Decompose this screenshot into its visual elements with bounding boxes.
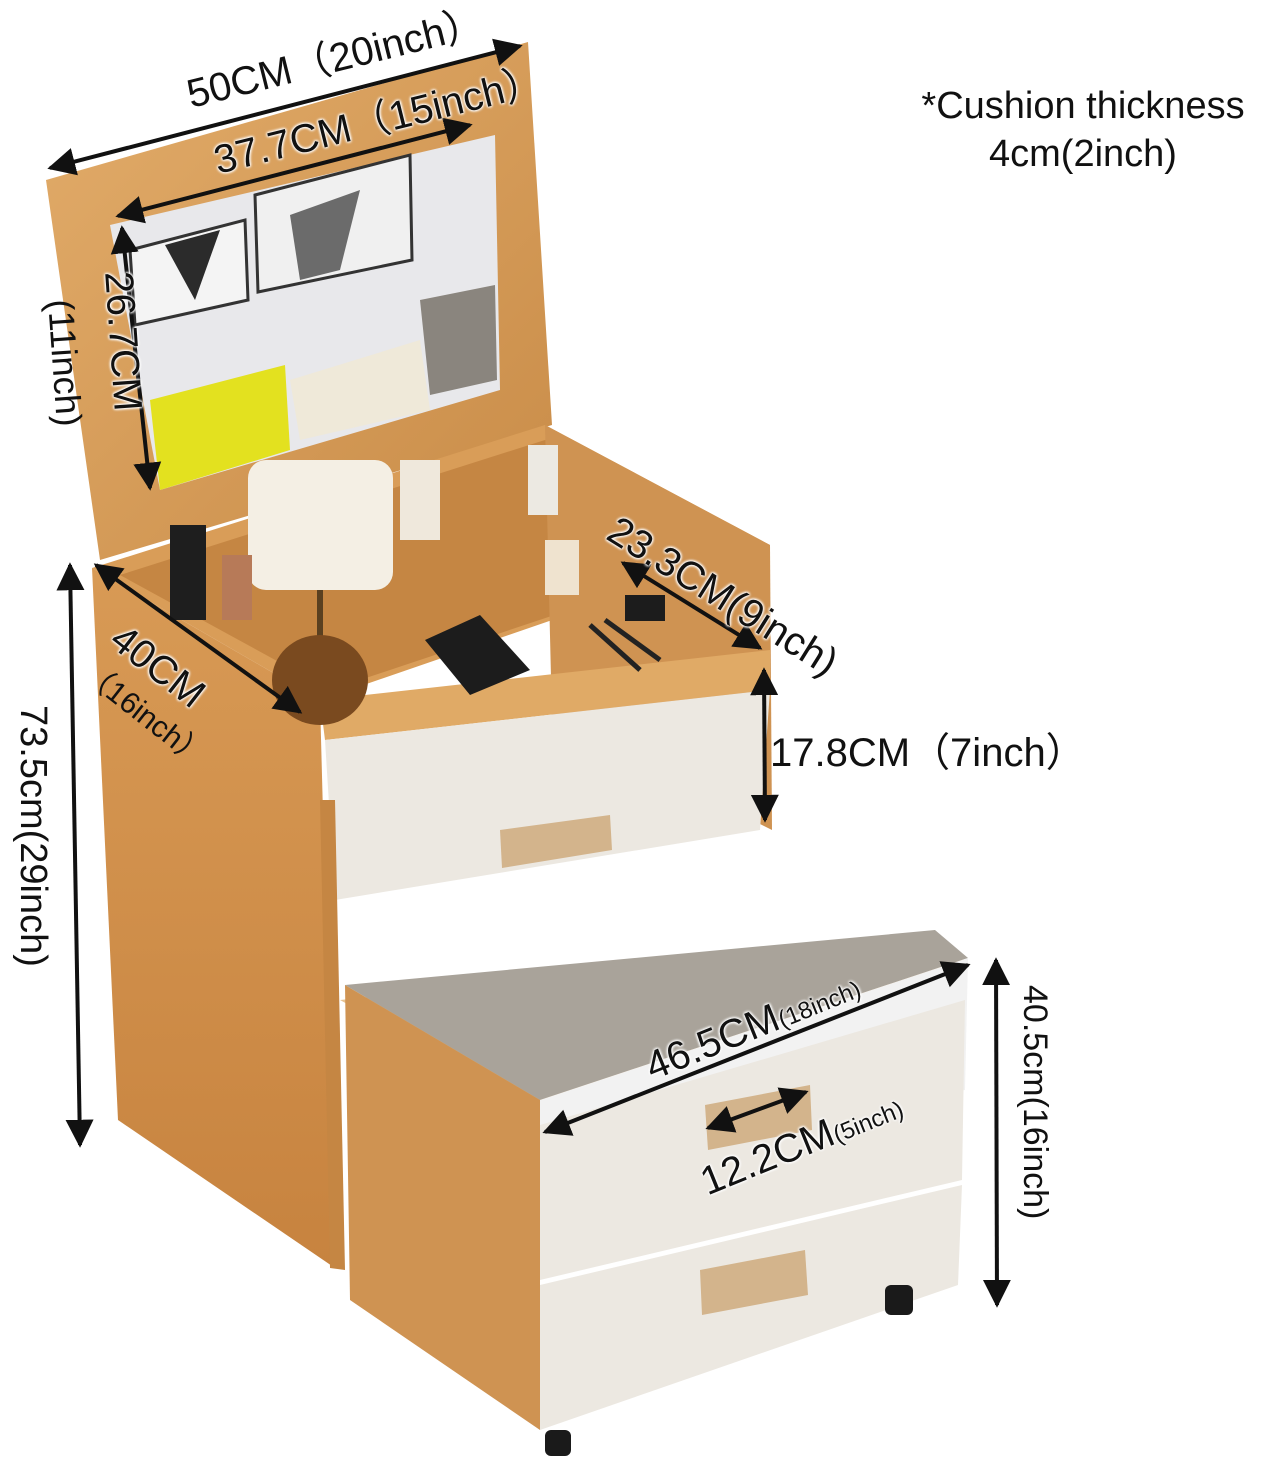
vanity-body — [92, 425, 772, 1270]
cushion-thickness-note: *Cushion thickness 4cm(2inch) — [878, 82, 1285, 178]
dimension-arrows — [47, 38, 1011, 1308]
arrow-mirror-width — [115, 117, 473, 224]
note-line-2: 4cm(2inch) — [989, 133, 1177, 175]
label-stool-height: 40.5cm(16inch) — [1016, 985, 1054, 1220]
label-vanity-height: 73.5cm(29inch) — [12, 705, 54, 967]
label-mirror-height-cm: 26.7CM — [96, 269, 150, 413]
arrow-stool-width — [542, 961, 971, 1136]
arrow-vanity-depth — [93, 563, 303, 714]
arrow-drawer-height — [750, 667, 779, 823]
arrow-mirror-height — [110, 225, 162, 491]
label-drawer-height: 17.8CM（7inch） — [770, 731, 1086, 775]
note-line-1: *Cushion thickness — [921, 85, 1245, 127]
stool-drawer-bottom — [540, 1185, 962, 1430]
arrow-stool-height — [982, 957, 1011, 1308]
drawer-handle — [500, 815, 612, 868]
stool — [340, 930, 970, 1456]
arrow-tray-depth — [620, 561, 763, 650]
arrow-vanity-height — [56, 562, 94, 1148]
label-mirror-height-inch: (11inch) — [40, 297, 90, 428]
vanity-drawer — [325, 690, 770, 900]
arrow-handle-width — [705, 1087, 809, 1133]
